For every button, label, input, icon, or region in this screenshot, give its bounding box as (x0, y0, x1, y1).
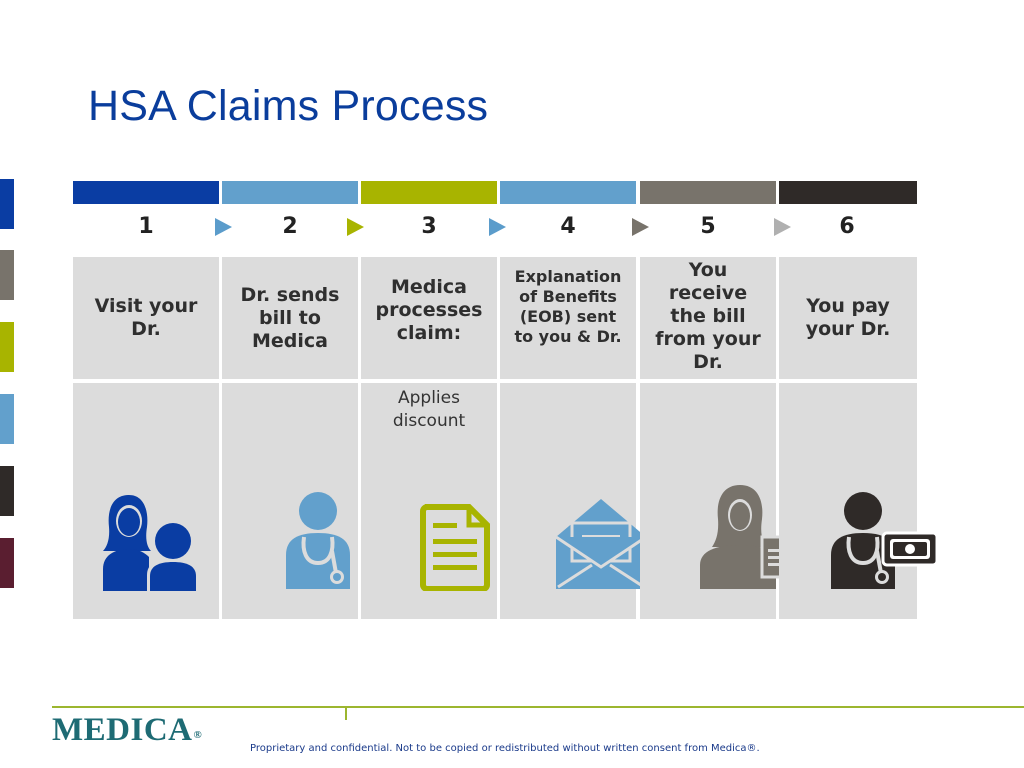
side-tab-lightblue (0, 394, 14, 444)
step-6-label: You pay your Dr. (805, 295, 891, 340)
step-4-bar (500, 181, 636, 204)
step-2-bar (222, 181, 358, 204)
envelope-icon (555, 499, 647, 589)
page-title: HSA Claims Process (88, 82, 489, 130)
side-tab-charcoal (0, 466, 14, 516)
step-1-number: 1 (138, 214, 154, 239)
side-tab-blue (0, 179, 14, 229)
step-1-bar (73, 181, 219, 204)
medica-logo: MEDICA® (52, 712, 202, 749)
step-6-number: 6 (839, 214, 855, 239)
doctor-icon (286, 492, 350, 589)
step-3-bar (361, 181, 497, 204)
step-2-label: Dr. sends bill to Medica (240, 283, 340, 352)
step-2-label-cell: Dr. sends bill to Medica (222, 257, 358, 379)
step-6-icon-cell (779, 383, 939, 619)
step-5-number: 5 (700, 214, 716, 239)
step-5-label: You receive the bill from your Dr. (655, 258, 761, 373)
footer-divider (52, 706, 1024, 708)
patient-with-child-icon (103, 495, 199, 591)
step-1-icon-cell (73, 383, 219, 619)
step-1-label: Visit your Dr. (94, 295, 198, 340)
step-4-label: Explanation of Benefits (EOB) sent to yo… (514, 267, 622, 346)
step-5-bar (640, 181, 776, 204)
step-4-icon-cell (500, 383, 647, 619)
side-tab-maroon (0, 538, 14, 588)
logo-text: MEDICA (52, 712, 193, 748)
step-6-bar (779, 181, 917, 204)
step-4-label-cell: Explanation of Benefits (EOB) sent to yo… (500, 257, 636, 379)
side-tab-green (0, 322, 14, 372)
arrow-right-icon (774, 218, 791, 236)
footer-tick (345, 708, 347, 720)
step-6-label-cell: You pay your Dr. (779, 257, 917, 379)
step-1-label-cell: Visit your Dr. (73, 257, 219, 379)
footer-disclaimer: Proprietary and confidential. Not to be … (250, 743, 760, 754)
step-2-icon-cell (222, 383, 358, 619)
arrow-right-icon (347, 218, 364, 236)
step-4-number: 4 (560, 214, 576, 239)
arrow-right-icon (489, 218, 506, 236)
step-3-note: Applies discount (392, 388, 466, 431)
step-3-label: Medica processes claim: (375, 275, 483, 344)
logo-registered-mark: ® (193, 729, 203, 741)
side-tab-gray (0, 250, 14, 300)
step-5-label-cell: You receive the bill from your Dr. (640, 257, 776, 379)
step-3-label-cell: Medica processes claim: (361, 257, 497, 379)
step-2-number: 2 (282, 214, 298, 239)
doctor-with-money-icon (831, 492, 939, 589)
arrow-right-icon (632, 218, 649, 236)
document-icon (420, 504, 490, 591)
arrow-right-icon (215, 218, 232, 236)
step-3-number: 3 (421, 214, 437, 239)
step-3-icon-cell: Applies discount (361, 383, 497, 619)
step-5-icon-cell (640, 383, 798, 619)
